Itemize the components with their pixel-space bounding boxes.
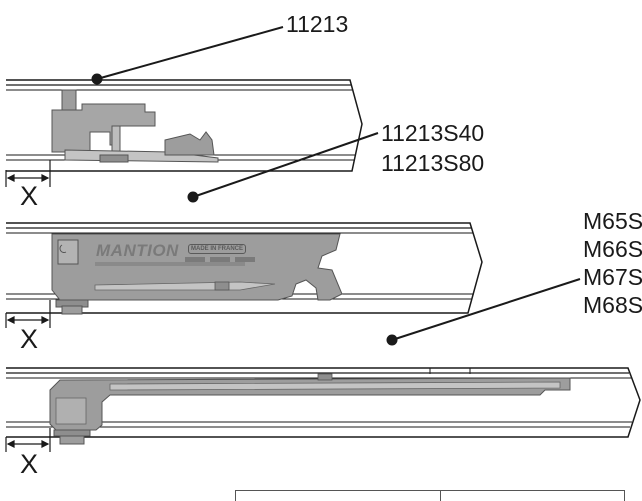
code-label-M66S: M66S	[583, 236, 642, 262]
dimension-markers	[5, 160, 51, 452]
made-in-france-badge: MADE IN FRANCE	[188, 244, 246, 254]
dimension-x-label-middle: X	[20, 324, 39, 354]
code-label-11213S40: 11213S40	[381, 120, 485, 146]
dimension-x-label-bottom: X	[20, 449, 39, 479]
spec-table-header	[235, 490, 625, 501]
dimension-x-label-top: X	[20, 181, 39, 211]
hanger-M6xS	[49, 368, 571, 445]
brand-logo-text: MANTION	[96, 241, 179, 260]
code-label-M67S: M67S	[583, 264, 642, 290]
hanger-11213S	[51, 233, 343, 315]
code-label-M68S: M68S	[583, 292, 642, 318]
code-label-11213S80: 11213S80	[381, 150, 485, 176]
code-label-M65S: M65S	[583, 208, 642, 234]
leader-lines	[91, 26, 581, 346]
hanger-11213	[51, 89, 219, 163]
table-divider	[440, 491, 441, 501]
code-label-11213: 11213	[286, 11, 349, 37]
